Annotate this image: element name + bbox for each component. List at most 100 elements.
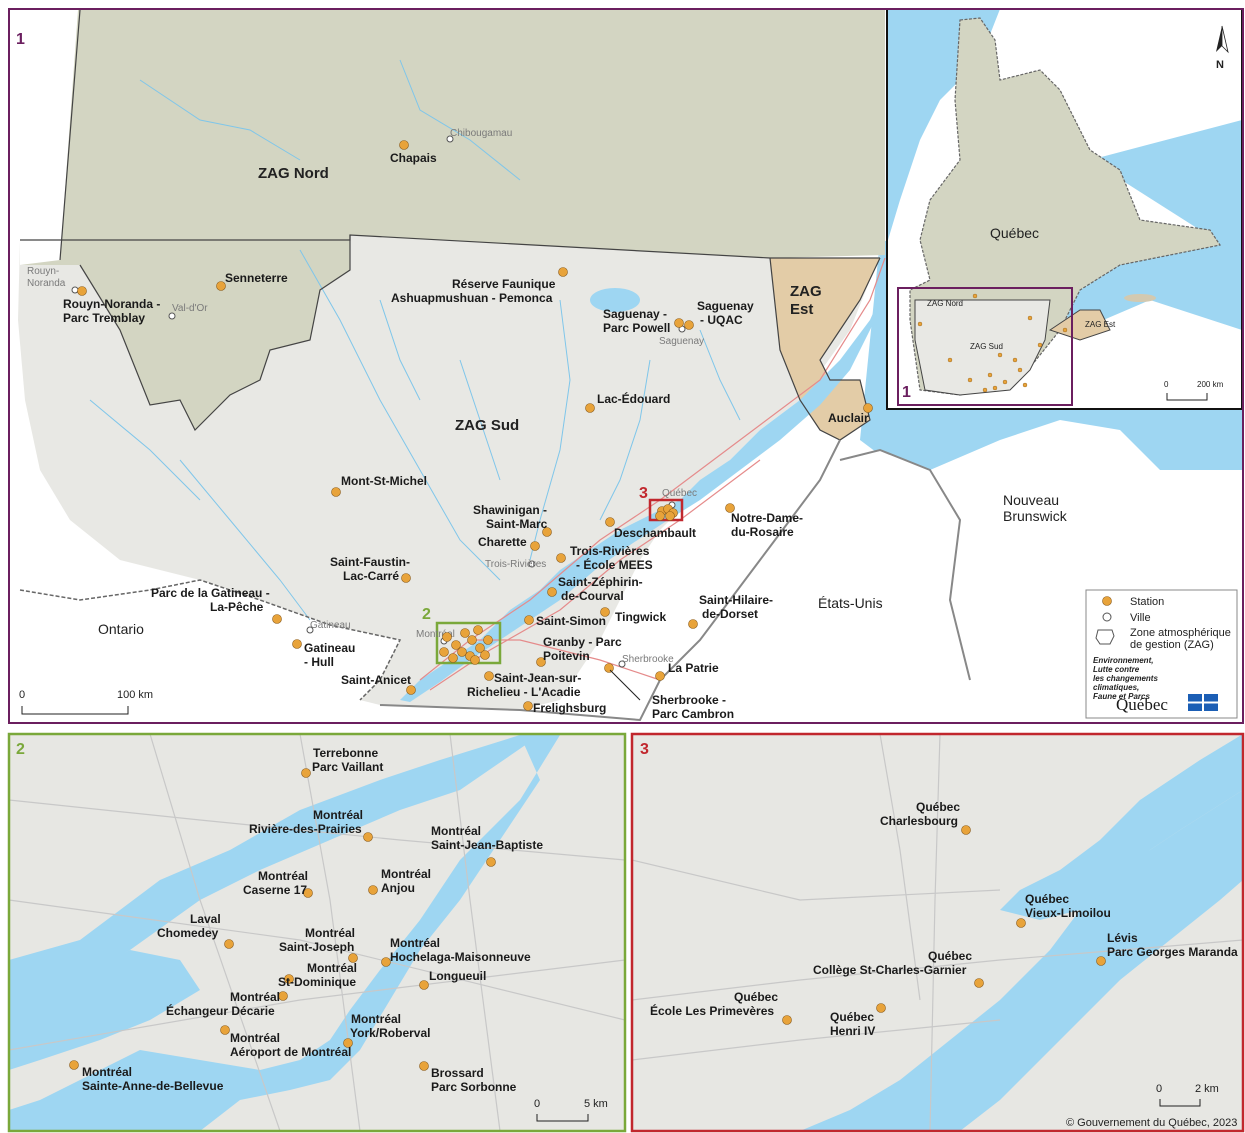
- ville-valdor: Val-d'Or: [172, 303, 208, 314]
- svg-text:5 km: 5 km: [584, 1098, 608, 1110]
- station-saguenay-powell-1: Saguenay -: [603, 307, 667, 321]
- station-st-zephirin-2: de-Courval: [561, 589, 624, 603]
- m-terrebonne-2: Parc Vaillant: [312, 760, 383, 774]
- station-sherbrooke-2: Parc Cambron: [652, 707, 734, 721]
- ville-sherbrooke: Sherbrooke: [622, 654, 674, 665]
- saint-charles-river: [1000, 734, 1243, 920]
- legend-zag-2: de gestion (ZAG): [1130, 639, 1214, 651]
- station-la-patrie: La Patrie: [668, 661, 719, 675]
- overview-panel1-box: [897, 287, 1073, 406]
- overview-anticosti: [1124, 294, 1156, 302]
- overview-num: 1: [902, 384, 911, 401]
- m-aero-2: Aéroport de Montréal: [230, 1045, 351, 1059]
- station-rouyn-2: Parc Tremblay: [63, 311, 145, 325]
- q-garnier-2: Collège St-Charles-Garnier: [813, 963, 967, 977]
- station-granby-2: Poitevin: [543, 649, 590, 663]
- m-sjb-2: Saint-Jean-Baptiste: [431, 838, 543, 852]
- station-charette: Charette: [478, 535, 527, 549]
- q-henri-1: Québec: [830, 1010, 874, 1024]
- zag-sud-label: ZAG Sud: [455, 417, 519, 434]
- station-gatineau-hull-1: Gatineau: [304, 641, 355, 655]
- m-decarie-1: Montréal: [230, 990, 280, 1004]
- station-reserve-2: Ashuapmushuan - Pemonca: [391, 291, 553, 305]
- zag-est-area: [770, 258, 880, 440]
- station-reserve-1: Réserve Faunique: [452, 277, 556, 291]
- overview-zag-sud: [914, 299, 1051, 396]
- m-rdp-2: Rivière-des-Prairies: [249, 822, 362, 836]
- legend: Station Ville Zone atmosphérique de gest…: [1085, 589, 1238, 719]
- m-laval-1: Laval: [190, 912, 221, 926]
- station-shawinigan-1: Shawinigan -: [473, 503, 547, 517]
- station-markers: [77, 140, 873, 711]
- zag-est-label-2: Est: [790, 301, 813, 318]
- station-trois-rivieres-2: - École MEES: [576, 557, 653, 572]
- m-brossard-1: Brossard: [431, 1066, 484, 1080]
- station-sherbrooke-1: Sherbrooke -: [652, 693, 726, 707]
- panel-1-number: 1: [16, 31, 25, 48]
- station-saint-anicet: Saint-Anicet: [341, 673, 411, 687]
- ville-trois-rivieres: Trois-Rivières: [485, 559, 546, 570]
- inset-3-label: 3: [639, 485, 648, 502]
- station-saguenay-uqac-2: - UQAC: [700, 313, 743, 327]
- station-markers-montreal: [69, 768, 496, 1071]
- svg-text:0: 0: [1156, 1083, 1162, 1095]
- station-shawinigan-2: Saint-Marc: [486, 517, 548, 531]
- svg-text:2 km: 2 km: [1195, 1083, 1219, 1095]
- m-york-1: Montréal: [351, 1012, 401, 1026]
- m-sjoseph-2: Saint-Joseph: [279, 940, 354, 954]
- nouveau-brunswick-label-1: Nouveau: [1003, 492, 1059, 508]
- overview-zag-nord: ZAG Nord: [927, 299, 963, 308]
- ville-quebec: Québec: [662, 488, 697, 499]
- q-levis-2: Parc Georges Maranda: [1107, 945, 1238, 959]
- zag-est-boundary: [769, 257, 881, 441]
- ville-chibougamau: Chibougamau: [450, 128, 512, 139]
- svg-text:Faune et Parcs: Faune et Parcs: [1093, 692, 1150, 701]
- station-saguenay-uqac-1: Saguenay: [697, 299, 754, 313]
- riviere-des-mille-iles: [9, 735, 540, 1000]
- station-granby-1: Granby - Parc: [543, 635, 622, 649]
- zag-nord-area: [20, 10, 885, 430]
- station-trois-rivieres-1: Trois-Rivières: [570, 544, 650, 558]
- m-terrebonne-1: Terrebonne: [313, 746, 378, 760]
- overview-scale: 0 200 km: [1164, 380, 1224, 401]
- q-prim-2: École Les Primevères: [650, 1003, 774, 1018]
- inset-2-box: [435, 621, 502, 665]
- m-stdom-2: St-Dominique: [278, 975, 356, 989]
- q-levis-1: Lévis: [1107, 931, 1138, 945]
- station-saint-faustin-2: Lac-Carré: [343, 569, 399, 583]
- nouveau-brunswick-label-2: Brunswick: [1003, 508, 1068, 524]
- quebec-inset-panel: Québec Charlesbourg Québec Vieux-Limoilo…: [632, 734, 1243, 1131]
- svg-text:les changements: les changements: [1093, 674, 1158, 683]
- m-caserne-2: Caserne 17: [243, 883, 307, 897]
- zag-nord-label: ZAG Nord: [258, 165, 329, 182]
- m-sab-2: Sainte-Anne-de-Bellevue: [82, 1079, 224, 1093]
- overview-zag-est: [1048, 309, 1111, 341]
- m-sjoseph-1: Montréal: [305, 926, 355, 940]
- saint-laurent-montreal: [9, 735, 560, 1131]
- lac-des-deux-montagnes: [9, 950, 200, 1070]
- station-parc-gatineau-1: Parc de la Gatineau -: [151, 586, 270, 600]
- svg-text:Environnement,: Environnement,: [1093, 656, 1153, 665]
- roads-quebec: [632, 734, 1243, 1131]
- ville-rouyn-1: Rouyn-: [27, 266, 59, 277]
- q-charlesbourg-2: Charlesbourg: [880, 814, 958, 828]
- q-prim-1: Québec: [734, 990, 778, 1004]
- overview-quebec-label: Québec: [990, 225, 1039, 241]
- station-rouyn-1: Rouyn-Noranda -: [63, 297, 160, 311]
- m-hm-2: Hochelaga-Maisonneuve: [390, 950, 531, 964]
- station-st-jean-1: Saint-Jean-sur-: [494, 671, 581, 685]
- m-decarie-2: Échangeur Décarie: [166, 1003, 275, 1018]
- station-chapais: Chapais: [390, 151, 437, 165]
- svg-text:100 km: 100 km: [117, 689, 153, 701]
- station-tingwick: Tingwick: [615, 610, 666, 624]
- inset-2-label: 2: [422, 606, 431, 623]
- station-deschambault: Deschambault: [614, 526, 696, 540]
- rivers: [89, 59, 741, 621]
- north-arrow-icon: N: [1216, 25, 1229, 71]
- m-sab-1: Montréal: [82, 1065, 132, 1079]
- roads-montreal: [9, 734, 625, 1131]
- svg-text:0: 0: [19, 689, 25, 701]
- ville-rouyn-2: Noranda: [27, 278, 66, 289]
- inset-3-box: [648, 498, 684, 522]
- scale-bar-panel2: 0 5 km: [534, 1098, 608, 1122]
